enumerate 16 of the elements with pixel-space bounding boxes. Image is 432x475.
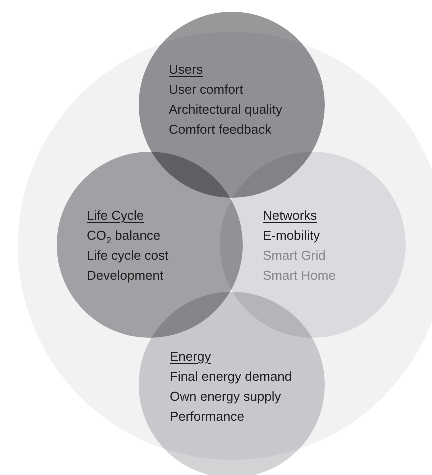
- circle-item: CO$_{2}$ balance: [87, 227, 162, 246]
- circle-item: E-mobility: [263, 227, 322, 245]
- circle-item: Smart Home: [263, 267, 336, 285]
- circle-item: Performance: [170, 408, 246, 426]
- circle-heading: Networks: [263, 207, 318, 225]
- circle-heading: Users: [169, 61, 204, 79]
- circle-item: Life cycle cost: [87, 247, 169, 265]
- circle-heading: Energy: [170, 348, 212, 366]
- circle-item: Development: [87, 267, 165, 285]
- circle-heading: Life Cycle: [87, 207, 146, 225]
- circle-item: Architectural quality: [169, 101, 282, 119]
- circle-item: Final energy demand: [170, 368, 292, 386]
- circle-item: User comfort: [169, 81, 244, 99]
- circle-item: Own energy supply: [170, 388, 282, 406]
- circle-item: Comfort feedback: [169, 121, 273, 139]
- circle-item: Smart Grid: [263, 247, 327, 265]
